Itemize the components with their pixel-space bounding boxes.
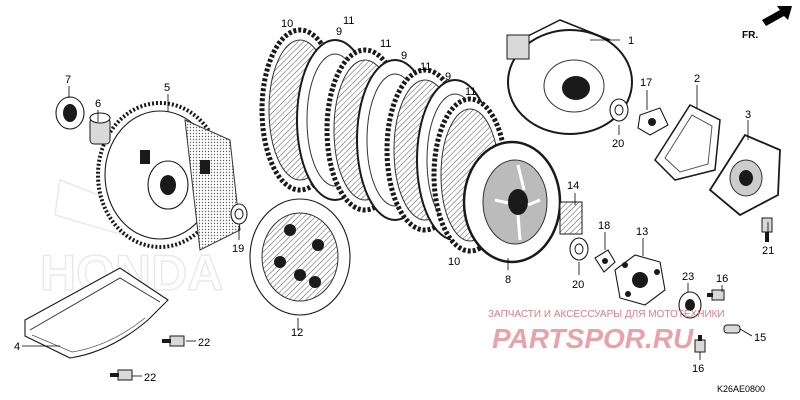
callout-3: 3 xyxy=(745,109,751,121)
part-3-cover xyxy=(708,133,781,217)
callout-16-right: 16 xyxy=(716,273,728,285)
callout-16-bottom: 16 xyxy=(692,363,704,375)
callout-8: 8 xyxy=(505,274,511,286)
clutch-plate-stack xyxy=(259,27,509,254)
callout-4: 4 xyxy=(14,341,20,353)
part-4-cover xyxy=(24,267,169,359)
part-16-bolt-bottom xyxy=(694,335,706,353)
part-19-washer xyxy=(230,203,248,225)
callout-18: 18 xyxy=(598,220,610,232)
part-6-collar xyxy=(89,112,111,145)
front-direction-arrow: FR. xyxy=(742,6,792,41)
callout-2: 2 xyxy=(694,73,700,85)
watermark-brand: PARTSPOR.RU xyxy=(492,323,694,354)
callout-7: 7 xyxy=(65,74,71,86)
part-callouts: 1 2 3 4 5 6 7 8 9 9 9 10 10 11 11 11 11 … xyxy=(14,15,774,384)
part-13-lifter-plate xyxy=(614,254,666,306)
callout-21: 21 xyxy=(762,245,774,257)
callout-19: 19 xyxy=(232,243,244,255)
direction-label: FR. xyxy=(742,30,758,41)
callout-14: 14 xyxy=(567,180,579,192)
part-22-bolt-lower xyxy=(110,369,133,381)
part-12-clutch-center xyxy=(249,198,351,316)
callout-15: 15 xyxy=(754,332,766,344)
callout-23: 23 xyxy=(682,271,694,283)
part-7-bearing xyxy=(55,96,85,130)
part-1-housing xyxy=(506,19,633,135)
callout-22-lower: 22 xyxy=(144,372,156,384)
callout-12: 12 xyxy=(291,327,303,339)
part-20-washer-bottom xyxy=(569,237,589,261)
arrow-icon xyxy=(762,6,792,26)
callout-17: 17 xyxy=(640,77,652,89)
callout-10-bottom: 10 xyxy=(448,256,460,268)
part-20-washer-top xyxy=(609,98,629,122)
callout-6: 6 xyxy=(95,98,101,110)
diagram-code: K26AE0800 xyxy=(717,384,765,394)
leader-lines xyxy=(22,39,769,377)
callout-11-first: 11 xyxy=(343,15,354,27)
callout-20-bottom: 20 xyxy=(572,279,584,291)
part-18-lifter-bearing xyxy=(594,249,616,273)
callout-9-second: 9 xyxy=(401,50,407,62)
part-23-bearing xyxy=(678,291,702,319)
callout-1: 1 xyxy=(628,35,634,47)
part-16-bolt-right xyxy=(707,289,725,301)
part-22-bolt-upper xyxy=(162,335,185,347)
part-21-bolt xyxy=(761,217,773,242)
part-8-pressure-plate xyxy=(462,140,562,264)
part-2-gasket xyxy=(654,104,721,181)
callout-20-top: 20 xyxy=(612,138,624,150)
callout-9-third: 9 xyxy=(445,71,451,83)
callout-13: 13 xyxy=(636,226,648,238)
callout-5: 5 xyxy=(164,82,170,94)
part-15-pin xyxy=(723,324,741,334)
watermark-tagline: ЗАПЧАСТИ И АКСЕССУАРЫ ДЛЯ МОТОТЕХНИКИ xyxy=(488,309,725,320)
callout-11-fourth: 11 xyxy=(465,86,476,98)
callout-10-top: 10 xyxy=(281,18,293,30)
callout-22-upper: 22 xyxy=(198,337,210,349)
part-14-spring xyxy=(559,201,583,235)
part-5-clutch-outer xyxy=(96,101,241,251)
part-17-lifter-piece xyxy=(637,107,669,136)
callout-11-second: 11 xyxy=(380,38,391,50)
callout-9-first: 9 xyxy=(336,26,342,38)
callout-11-third: 11 xyxy=(420,61,431,73)
